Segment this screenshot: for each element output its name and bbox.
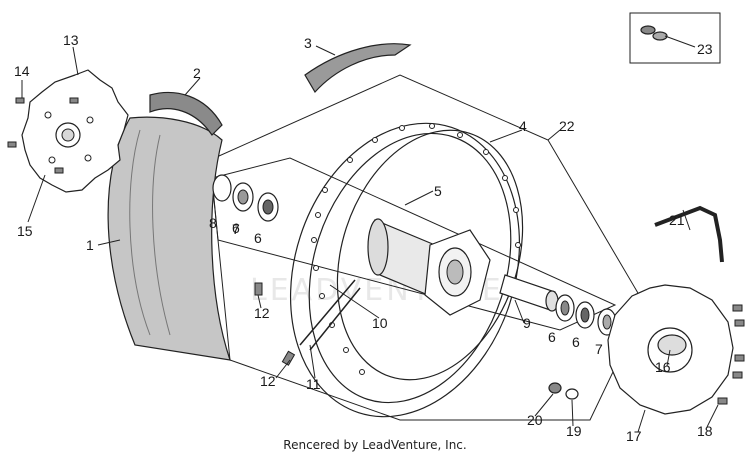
callout-6d: 6 [572, 334, 580, 350]
axle-spacer-part [499, 274, 559, 312]
callout-17: 17 [626, 428, 642, 444]
callout-11: 11 [306, 376, 321, 392]
callout-13: 13 [63, 32, 79, 48]
disc-bolts [7, 97, 79, 174]
callout-2: 2 [193, 65, 201, 81]
callout-5: 5 [434, 183, 442, 199]
callout-8: 8 [209, 215, 217, 231]
rim-band-part [149, 91, 223, 136]
left-bearings [212, 174, 279, 222]
callout-labels: 1 2 3 4 5 6 6 6 6 7 7 8 9 10 11 12 12 13… [14, 32, 713, 444]
callout-6c: 6 [548, 329, 556, 345]
callout-6a: 6 [232, 220, 240, 236]
leader-lines [21, 35, 719, 433]
callout-16: 16 [655, 359, 671, 375]
nuts-washers [548, 382, 579, 400]
callout-10: 10 [372, 315, 388, 331]
callout-14: 14 [14, 63, 30, 79]
right-bearings [555, 294, 617, 336]
callout-7b: 7 [595, 341, 603, 357]
rear-sprocket-part [607, 284, 734, 415]
callout-4: 4 [519, 118, 527, 134]
callout-21: 21 [669, 212, 685, 228]
callout-12a: 12 [254, 305, 270, 321]
callout-15: 15 [17, 223, 33, 239]
brake-disc-part [21, 69, 129, 193]
wheel-hub-part [367, 218, 491, 316]
callout-12b: 12 [260, 373, 276, 389]
callout-3: 3 [304, 35, 312, 51]
callout-18: 18 [697, 423, 713, 439]
callout-7a: 7 [232, 221, 240, 237]
master-link-part [640, 25, 668, 41]
rim-holes [311, 123, 521, 375]
callout-23: 23 [697, 41, 713, 57]
tyre-part [107, 116, 231, 361]
callout-9: 9 [523, 315, 531, 331]
callout-22: 22 [559, 118, 575, 134]
small-screws [254, 282, 296, 366]
rim-strip-part [304, 43, 412, 94]
rendered-by-footer: Rencered by LeadVenture, Inc. [283, 438, 467, 452]
valve-part [299, 279, 361, 351]
callout-1: 1 [86, 237, 94, 253]
callout-19: 19 [566, 423, 582, 439]
chain-link-inset-box [629, 12, 721, 64]
sprocket-bolts [717, 304, 745, 405]
callout-20: 20 [527, 412, 543, 428]
drive-chain-part [654, 205, 724, 263]
callout-6b: 6 [254, 230, 262, 246]
